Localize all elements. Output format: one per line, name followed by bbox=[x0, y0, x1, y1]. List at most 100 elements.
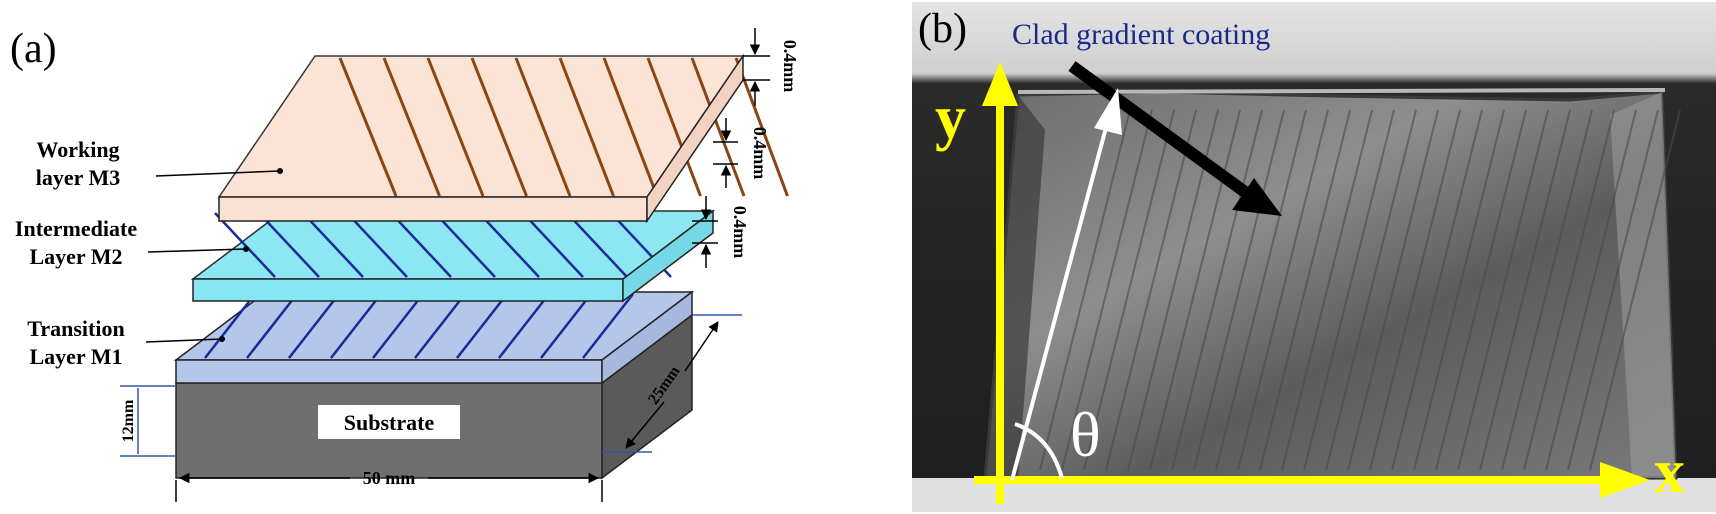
transition-stripe bbox=[288, 293, 340, 359]
coating-label: Clad gradient coating bbox=[1012, 18, 1270, 51]
transition-stripe bbox=[204, 293, 256, 359]
working-stripe bbox=[690, 57, 746, 197]
working-leader-dot bbox=[277, 168, 283, 174]
intermediate-leader-dot bbox=[243, 246, 249, 252]
clad-track bbox=[1061, 109, 1153, 471]
clad-track bbox=[1501, 109, 1593, 471]
working-stripe bbox=[734, 57, 789, 197]
intermediate-stripe bbox=[522, 212, 584, 278]
working-stripe bbox=[426, 57, 485, 197]
working-stripe bbox=[338, 57, 398, 197]
width-label: 50 mm bbox=[363, 468, 416, 488]
intermediate-label-line1: Intermediate bbox=[15, 216, 137, 241]
clad-track bbox=[1215, 109, 1307, 471]
depth-arrow bbox=[625, 321, 719, 449]
clad-track bbox=[1523, 109, 1615, 471]
working-label-line1: Working bbox=[36, 137, 119, 162]
thickness-label-bottom: 0.4mm bbox=[730, 206, 750, 259]
transition-stripe bbox=[540, 293, 592, 359]
transition-label-line2: Layer M1 bbox=[29, 344, 122, 369]
clad-track bbox=[1171, 109, 1263, 471]
clad-track bbox=[1127, 109, 1219, 471]
clad-track bbox=[1149, 109, 1241, 471]
thickness-indicator-middle bbox=[713, 118, 738, 188]
clad-track bbox=[1347, 109, 1439, 471]
clad-track bbox=[1325, 109, 1417, 471]
intermediate-leader bbox=[147, 248, 247, 253]
thickness-label-middle: 0.4mm bbox=[750, 127, 770, 180]
intermediate-layer-front bbox=[192, 278, 624, 302]
angle-label: θ bbox=[1070, 399, 1101, 470]
transition-stripe bbox=[330, 293, 382, 359]
panel-b-label: (b) bbox=[918, 6, 967, 52]
substrate-label-box bbox=[318, 405, 460, 439]
transition-stripe bbox=[582, 293, 634, 359]
transition-stripe bbox=[414, 293, 466, 359]
x-axis-label: x bbox=[1654, 438, 1685, 506]
clad-track bbox=[1083, 109, 1175, 471]
thickness-indicator-bottom bbox=[692, 196, 718, 268]
intermediate-stripe bbox=[258, 212, 320, 278]
intermediate-stripe bbox=[214, 212, 276, 278]
transition-layer-front bbox=[175, 359, 603, 384]
y-axis-label: y bbox=[935, 84, 966, 152]
transition-stripe bbox=[246, 293, 298, 359]
panel-a-label: (a) bbox=[10, 26, 57, 72]
sample-top-edge bbox=[1017, 88, 1666, 94]
thickness-label-top: 0.4mm bbox=[780, 40, 800, 93]
working-layer-stripes bbox=[338, 57, 789, 197]
clad-track bbox=[1413, 109, 1505, 471]
transition-label-line1: Transition bbox=[27, 316, 124, 341]
intermediate-layer-side bbox=[622, 209, 714, 303]
transition-leader-dot bbox=[219, 336, 225, 342]
clad-track bbox=[1435, 109, 1527, 471]
clad-track bbox=[1567, 109, 1659, 471]
clad-track bbox=[1039, 109, 1131, 471]
working-stripe bbox=[602, 57, 659, 197]
intermediate-stripe bbox=[346, 212, 408, 278]
transition-layer-stripes bbox=[204, 293, 634, 359]
thickness-indicator-top bbox=[743, 28, 770, 106]
working-stripe bbox=[382, 57, 441, 197]
coating-pointer-arrow-head bbox=[1232, 178, 1282, 216]
clad-track bbox=[1369, 109, 1461, 471]
transition-stripe bbox=[498, 293, 550, 359]
clad-track bbox=[1391, 109, 1483, 471]
clad-track bbox=[1303, 109, 1395, 471]
transition-stripe bbox=[372, 293, 424, 359]
transition-leader bbox=[145, 338, 223, 343]
clad-track bbox=[1193, 109, 1285, 471]
clad-track bbox=[1105, 109, 1197, 471]
intermediate-stripe bbox=[566, 212, 628, 278]
intermediate-stripe bbox=[302, 212, 364, 278]
coating-pointer-arrow-shaft bbox=[1068, 61, 1249, 197]
clad-track bbox=[1457, 109, 1549, 471]
direction-arrow-shaft bbox=[1010, 119, 1110, 481]
intermediate-label-line2: Layer M2 bbox=[29, 244, 122, 269]
x-axis-arrowhead bbox=[1600, 462, 1650, 498]
panel-b: (b) Clad gradient coating y x θ bbox=[912, 2, 1716, 512]
clad-track bbox=[1281, 109, 1373, 471]
y-axis-arrowhead bbox=[982, 62, 1018, 106]
direction-arrow-head bbox=[1094, 88, 1122, 135]
working-stripe bbox=[470, 57, 528, 197]
clad-tracks bbox=[1039, 109, 1681, 471]
working-stripe bbox=[514, 57, 572, 197]
transition-stripe bbox=[456, 293, 508, 359]
angle-arc bbox=[1014, 422, 1064, 479]
clad-track bbox=[1545, 109, 1637, 471]
clad-track bbox=[1479, 109, 1571, 471]
intermediate-stripe bbox=[390, 212, 452, 278]
working-stripe bbox=[558, 57, 615, 197]
height-label: 12mm bbox=[120, 399, 137, 442]
substrate-label: Substrate bbox=[344, 410, 435, 435]
width-dimension bbox=[175, 472, 603, 502]
depth-dimension bbox=[602, 314, 742, 453]
panel-a: (a) Substrate Working layer M3 Intermedi… bbox=[10, 26, 800, 502]
clad-track bbox=[1237, 109, 1329, 471]
clad-track bbox=[1589, 109, 1681, 471]
intermediate-stripe bbox=[478, 212, 540, 278]
working-label-line2: layer M3 bbox=[36, 165, 121, 190]
working-layer-front bbox=[218, 196, 648, 222]
